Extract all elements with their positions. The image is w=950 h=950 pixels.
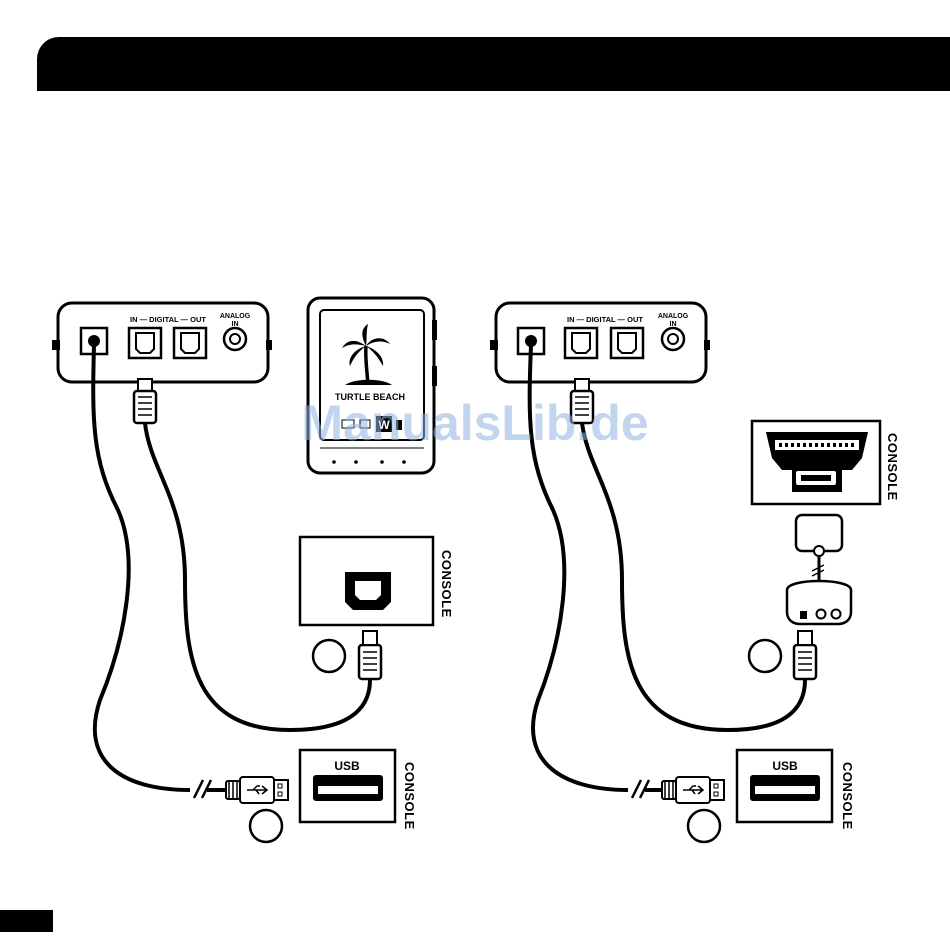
optical-plug-bottom-right <box>794 631 816 679</box>
watermark: ManualsLib.de <box>301 395 648 451</box>
digital-label-right: IN — DIGITAL — OUT <box>567 315 643 324</box>
usb-plug-right <box>662 777 724 803</box>
analog-label-right-line1: ANALOG <box>658 313 689 320</box>
right-setup: IN — DIGITAL — OUT ANALOG IN <box>490 303 900 842</box>
usb-label-left: USB <box>334 759 360 773</box>
step-circle-optical-right <box>749 640 781 672</box>
usb-label-right: USB <box>772 759 798 773</box>
amplifier-left: IN — DIGITAL — OUT ANALOG IN <box>52 303 272 382</box>
optical-plug-bottom-left <box>359 631 381 679</box>
console-optical-box: CONSOLE <box>300 537 454 625</box>
analog-label-right-line2: IN <box>670 321 677 328</box>
usb-plug-left <box>226 777 288 803</box>
digital-label: IN — DIGITAL — OUT <box>130 315 206 324</box>
console-label-usb-left: CONSOLE <box>402 762 417 830</box>
analog-label-line1: ANALOG <box>220 313 251 320</box>
optical-plug-top-left <box>134 379 156 423</box>
amplifier-right: IN — DIGITAL — OUT ANALOG IN <box>490 303 710 382</box>
av-adapter <box>787 515 851 624</box>
console-label-av: CONSOLE <box>885 433 900 501</box>
console-usb-box-right: USB CONSOLE <box>737 750 855 830</box>
analog-label-line2: IN <box>232 321 239 328</box>
console-label-usb-right: CONSOLE <box>840 762 855 830</box>
step-circle-usb-right <box>688 810 720 842</box>
step-circle-optical-left <box>313 640 345 672</box>
console-label-optical: CONSOLE <box>439 550 454 618</box>
console-av-box: CONSOLE <box>752 421 900 504</box>
console-usb-box-left: USB CONSOLE <box>300 750 417 830</box>
step-circle-usb-left <box>250 810 282 842</box>
